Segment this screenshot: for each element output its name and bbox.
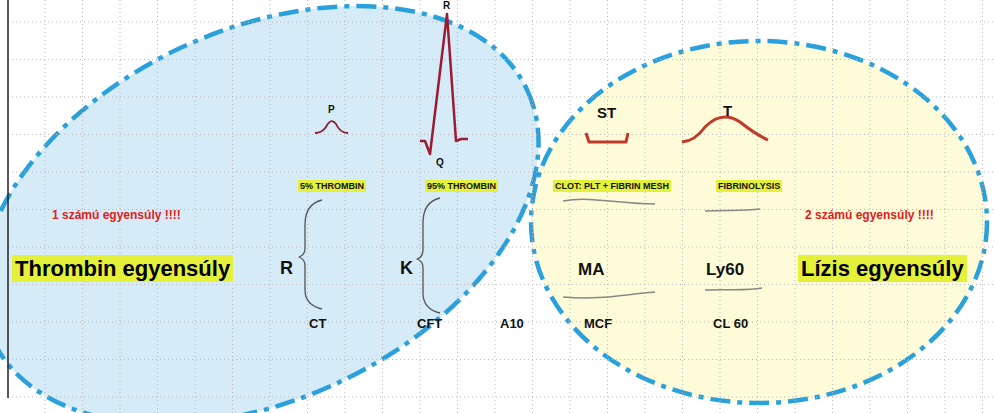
grid-line bbox=[870, 0, 871, 413]
grid-line bbox=[270, 0, 271, 413]
region-outline bbox=[528, 38, 990, 408]
balance-note: 1 számú egyensúly !!!! bbox=[52, 209, 181, 223]
teg-parameter: MA bbox=[578, 260, 604, 280]
wave-letter: R bbox=[443, 0, 450, 12]
axis-line bbox=[7, 0, 9, 398]
grid-line bbox=[795, 0, 796, 413]
grid-line bbox=[832, 0, 833, 413]
qrs-complex bbox=[420, 14, 468, 154]
grid-line bbox=[8, 59, 995, 60]
region-title: Thrombin egyensúly bbox=[12, 255, 233, 282]
grid-line bbox=[82, 0, 83, 413]
clot-curve bbox=[563, 199, 655, 204]
rotem-parameter: CT bbox=[309, 317, 326, 332]
lysis-curve bbox=[705, 209, 760, 211]
grid-line bbox=[345, 0, 346, 413]
grid-line bbox=[8, 247, 995, 248]
grid-line bbox=[8, 134, 995, 135]
grid-line bbox=[607, 0, 608, 413]
grid-line bbox=[570, 0, 571, 413]
grid-line bbox=[232, 0, 233, 413]
thrombin-region: 1 számú egyensúly !!!! Thrombin egyensúly bbox=[0, 0, 540, 413]
grid-line bbox=[195, 0, 196, 413]
grid-line bbox=[45, 0, 46, 413]
grid-line bbox=[720, 0, 721, 413]
phase-label: 95% THROMBIN bbox=[425, 180, 498, 192]
wave-letter: Q bbox=[436, 157, 444, 169]
grid-line bbox=[757, 0, 758, 413]
p-wave bbox=[315, 121, 348, 133]
grid-line bbox=[307, 0, 308, 413]
grid-line bbox=[982, 0, 983, 413]
grid-line bbox=[8, 397, 995, 398]
curly-brace bbox=[417, 198, 440, 313]
rotem-parameter: MCF bbox=[584, 317, 612, 332]
grid-line bbox=[382, 0, 383, 413]
grid-line bbox=[907, 0, 908, 413]
grid-line bbox=[157, 0, 158, 413]
curly-brace bbox=[299, 200, 322, 309]
t-wave bbox=[682, 117, 768, 142]
phase-label: 5% THROMBIN bbox=[298, 180, 366, 192]
teg-parameter: K bbox=[400, 258, 413, 279]
rotem-parameter: A10 bbox=[500, 317, 524, 332]
phase-label: CLOT: PLT + FIBRIN MESH bbox=[553, 180, 671, 192]
grid-line bbox=[945, 0, 946, 413]
grid bbox=[8, 0, 995, 413]
grid-line bbox=[532, 0, 533, 413]
grid-line bbox=[495, 0, 496, 413]
teg-parameter: R bbox=[280, 258, 293, 279]
wave-letter: ST bbox=[597, 104, 616, 121]
grid-line bbox=[8, 22, 995, 23]
grid-line bbox=[682, 0, 683, 413]
lysis-region: 2 számú egyensúly !!!! Lízis egyensúly bbox=[528, 38, 990, 408]
rotem-parameter: CL 60 bbox=[713, 317, 748, 332]
lysis-curve bbox=[705, 288, 762, 290]
rotem-parameter: CFT bbox=[417, 317, 442, 332]
grid-line bbox=[645, 0, 646, 413]
wave-letter: P bbox=[328, 104, 335, 116]
grid-line bbox=[8, 172, 995, 173]
wave-letter: T bbox=[723, 102, 732, 119]
st-segment bbox=[586, 133, 628, 142]
grid-line bbox=[8, 209, 995, 210]
region-title: Lízis egyensúly bbox=[798, 255, 967, 282]
grid-line bbox=[8, 359, 995, 360]
teg-parameter: Ly60 bbox=[706, 260, 744, 280]
dash-dot-ellipse bbox=[531, 41, 987, 403]
balance-note: 2 számú egyensúly !!!! bbox=[805, 209, 934, 223]
region-outline bbox=[0, 0, 540, 413]
grid-line bbox=[8, 284, 995, 285]
phase-label: FIBRINOLYSIS bbox=[716, 180, 782, 192]
clot-curve bbox=[563, 292, 655, 298]
dash-dot-ellipse bbox=[0, 0, 606, 413]
grid-line bbox=[120, 0, 121, 413]
grid-line bbox=[457, 0, 458, 413]
grid-line bbox=[420, 0, 421, 413]
grid-line bbox=[8, 97, 995, 98]
